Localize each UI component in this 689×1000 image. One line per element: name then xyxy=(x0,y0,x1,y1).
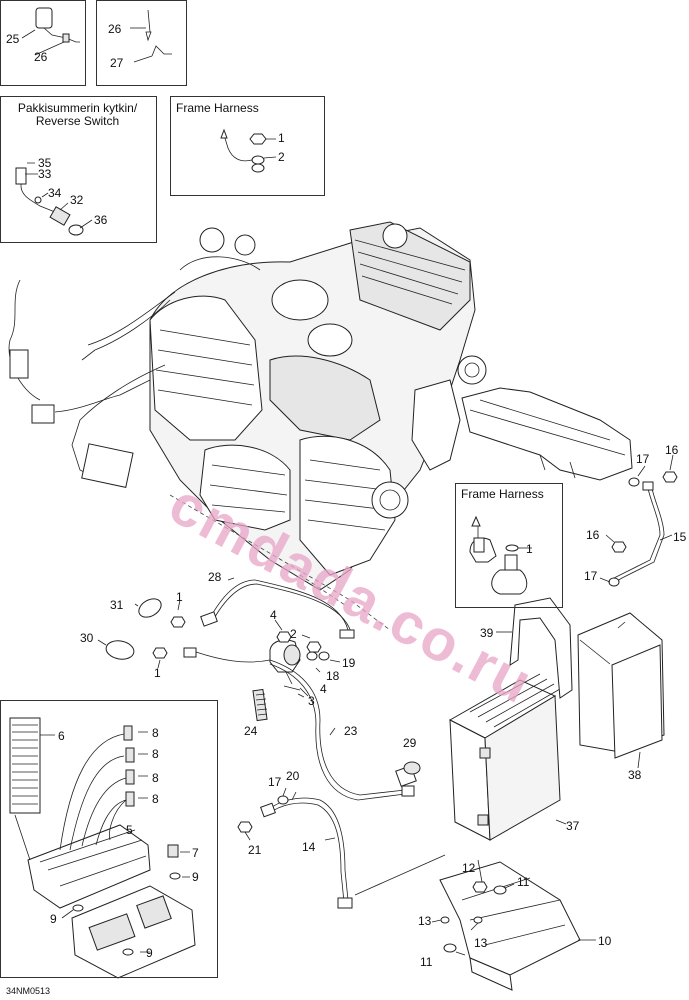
callout-20: 20 xyxy=(286,769,300,783)
callout-36: 36 xyxy=(94,213,108,227)
callout-8: 8 xyxy=(152,771,159,785)
callout-31: 31 xyxy=(110,598,124,612)
callout-15: 15 xyxy=(673,530,687,544)
callout-7: 7 xyxy=(192,846,199,860)
frame-harness-top-parts xyxy=(220,128,277,173)
callout-29: 29 xyxy=(403,736,417,750)
callout-19: 19 xyxy=(342,656,356,670)
cable-28 xyxy=(134,577,355,639)
battery-37 xyxy=(448,673,567,841)
battery-tray-10 xyxy=(431,859,596,991)
fuse-box-5 xyxy=(27,824,196,979)
reverse-switch-parts xyxy=(15,162,93,236)
callout-16: 16 xyxy=(665,443,679,457)
frame-harness-top-title: Frame Harness xyxy=(176,101,259,115)
strap-39 xyxy=(496,597,573,699)
callout-14: 14 xyxy=(302,840,316,854)
inset-box-26-27 xyxy=(96,0,187,86)
reverse-switch-title: Pakkisummerin kytkin/ Reverse Switch xyxy=(17,101,138,128)
callout-38: 38 xyxy=(628,768,642,782)
inset-box-frame-harness-mid xyxy=(455,483,563,608)
callout-35: 35 xyxy=(38,156,52,170)
callout-18: 18 xyxy=(326,669,340,683)
inset-box-frame-harness-top xyxy=(170,96,325,196)
callout-8: 8 xyxy=(152,747,159,761)
cable-30 xyxy=(97,639,271,669)
callout-13: 13 xyxy=(474,936,488,950)
callout-33: 33 xyxy=(38,167,52,181)
callout-16: 16 xyxy=(586,528,600,542)
frame-harness-mid-title: Frame Harness xyxy=(461,487,544,501)
parts-26-27 xyxy=(130,9,172,63)
callout-25: 25 xyxy=(6,32,20,46)
callout-24: 24 xyxy=(244,724,258,738)
callout-8: 8 xyxy=(152,726,159,740)
callout-1: 1 xyxy=(176,590,183,604)
parts-25-26 xyxy=(21,7,80,56)
callout-34: 34 xyxy=(48,186,62,200)
callout-13: 13 xyxy=(418,914,432,928)
callout-28: 28 xyxy=(208,570,222,584)
callout-17: 17 xyxy=(584,569,598,583)
document-number: 34NM0513 xyxy=(6,986,51,996)
cable-15 xyxy=(599,454,678,587)
callout-1: 1 xyxy=(526,542,533,556)
callout-23: 23 xyxy=(344,724,358,738)
inset-box-25-26 xyxy=(0,0,86,86)
callout-3: 3 xyxy=(308,694,315,708)
callout-26: 26 xyxy=(34,50,48,64)
callout-27: 27 xyxy=(110,56,124,70)
callout-2: 2 xyxy=(290,627,297,641)
label-sticker-6 xyxy=(9,717,55,861)
callout-32: 32 xyxy=(70,193,84,207)
callout-6: 6 xyxy=(58,729,65,743)
cover-38 xyxy=(577,612,665,769)
callout-2: 2 xyxy=(278,150,285,164)
callout-5: 5 xyxy=(126,823,133,837)
spacer-24 xyxy=(252,688,268,722)
callout-12: 12 xyxy=(462,861,476,875)
solenoid-3 xyxy=(269,619,341,698)
inset-box-fuse-box xyxy=(0,700,218,978)
callout-1: 1 xyxy=(278,131,285,145)
callout-11: 11 xyxy=(517,875,530,889)
cable-23 xyxy=(269,659,421,801)
callout-26: 26 xyxy=(108,22,122,36)
callout-21: 21 xyxy=(248,843,262,857)
callout-8: 8 xyxy=(152,792,159,806)
engine-assembly xyxy=(8,221,633,631)
callout-1: 1 xyxy=(154,666,161,680)
callout-30: 30 xyxy=(80,631,94,645)
callout-4: 4 xyxy=(270,608,277,622)
callout-9: 9 xyxy=(146,946,153,960)
frame-harness-mid-parts xyxy=(469,515,532,595)
callout-11: 11 xyxy=(420,955,433,969)
callout-17: 17 xyxy=(636,452,650,466)
callout-39: 39 xyxy=(480,626,494,640)
cable-14 xyxy=(237,787,446,909)
callout-9: 9 xyxy=(50,912,57,926)
callout-10: 10 xyxy=(598,934,612,948)
callout-17: 17 xyxy=(268,775,282,789)
callout-9: 9 xyxy=(192,870,199,884)
callout-4: 4 xyxy=(320,682,327,696)
callout-37: 37 xyxy=(566,819,580,833)
fuses-8 xyxy=(59,725,148,851)
inset-box-reverse-switch xyxy=(0,96,157,243)
